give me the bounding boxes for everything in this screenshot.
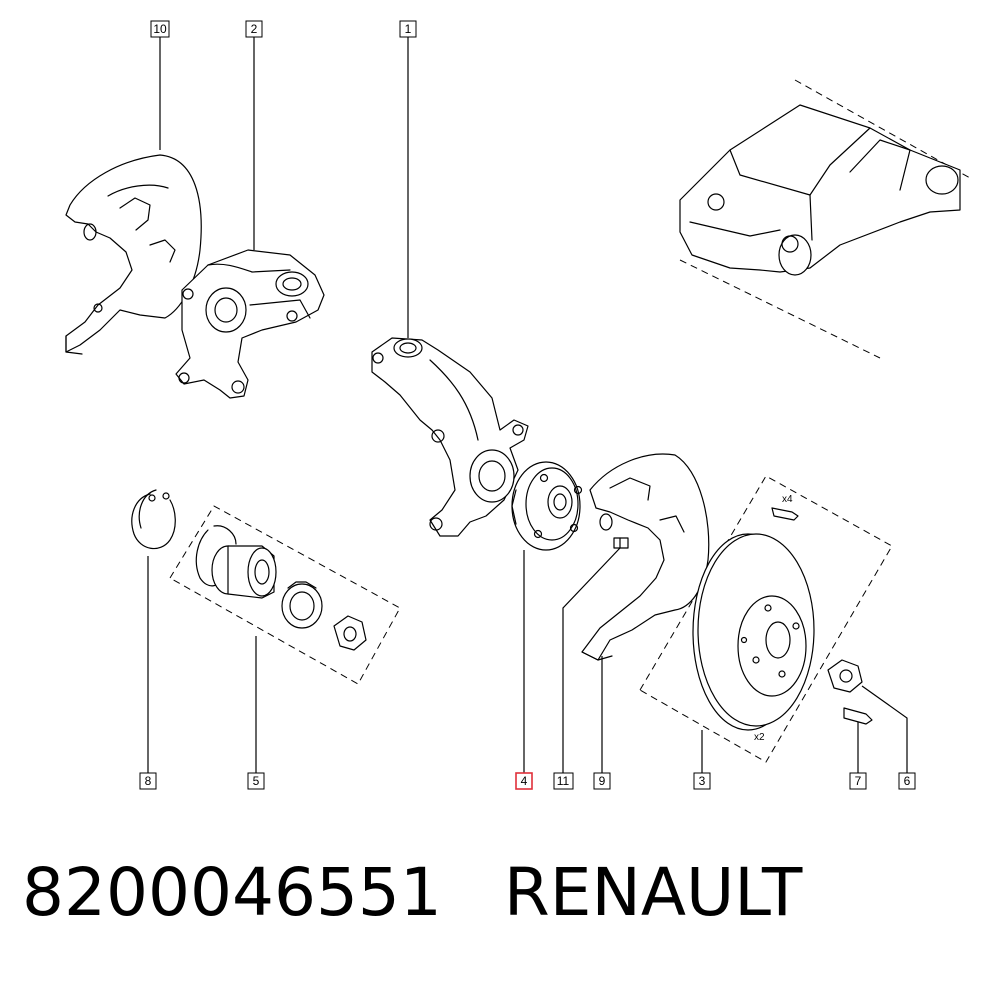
callout-10[interactable]: 10 xyxy=(150,20,170,38)
part-number: 8200046551 xyxy=(22,854,442,931)
callout-3[interactable]: 3 xyxy=(693,772,711,790)
svg-text:2: 2 xyxy=(251,22,258,36)
part-11-screw xyxy=(613,537,629,549)
svg-text:11: 11 xyxy=(557,774,570,788)
svg-text:6: 6 xyxy=(904,774,911,788)
part-10-splash-shield xyxy=(65,154,202,355)
part-3-brake-disc: x4 x2 xyxy=(639,475,893,763)
part-4-wheel-hub xyxy=(511,461,583,551)
callout-5[interactable]: 5 xyxy=(247,772,265,790)
leader-lines xyxy=(147,37,908,773)
callout-11[interactable]: 11 xyxy=(553,772,574,790)
callout-2[interactable]: 2 xyxy=(245,20,263,38)
exploded-parts-diagram: x4 x2 10 2 1 xyxy=(65,20,971,790)
disc-quantity-label: x2 xyxy=(754,732,765,743)
svg-text:10: 10 xyxy=(153,22,167,36)
svg-text:7: 7 xyxy=(855,774,862,788)
svg-text:8: 8 xyxy=(145,774,152,788)
callout-7[interactable]: 7 xyxy=(849,772,867,790)
svg-text:4: 4 xyxy=(521,774,528,788)
vehicle-location-illustration xyxy=(679,79,971,359)
callout-9[interactable]: 9 xyxy=(593,772,611,790)
svg-text:3: 3 xyxy=(699,774,706,788)
svg-text:5: 5 xyxy=(253,774,260,788)
svg-text:1: 1 xyxy=(405,22,412,36)
part-1-steering-knuckle xyxy=(371,337,529,537)
callout-1[interactable]: 1 xyxy=(399,20,417,38)
callout-4-highlighted[interactable]: 4 xyxy=(515,772,533,790)
part-8-circlip xyxy=(131,489,176,550)
bolt-quantity-label: x4 xyxy=(782,494,793,505)
part-9-brake-backing-plate xyxy=(581,453,710,661)
callout-6[interactable]: 6 xyxy=(898,772,916,790)
callout-8[interactable]: 8 xyxy=(139,772,157,790)
part-5-bearing-kit xyxy=(169,505,401,685)
part-2-steering-knuckle-bracket xyxy=(175,249,325,399)
brand-name: RENAULT xyxy=(503,854,803,931)
svg-text:9: 9 xyxy=(599,774,606,788)
